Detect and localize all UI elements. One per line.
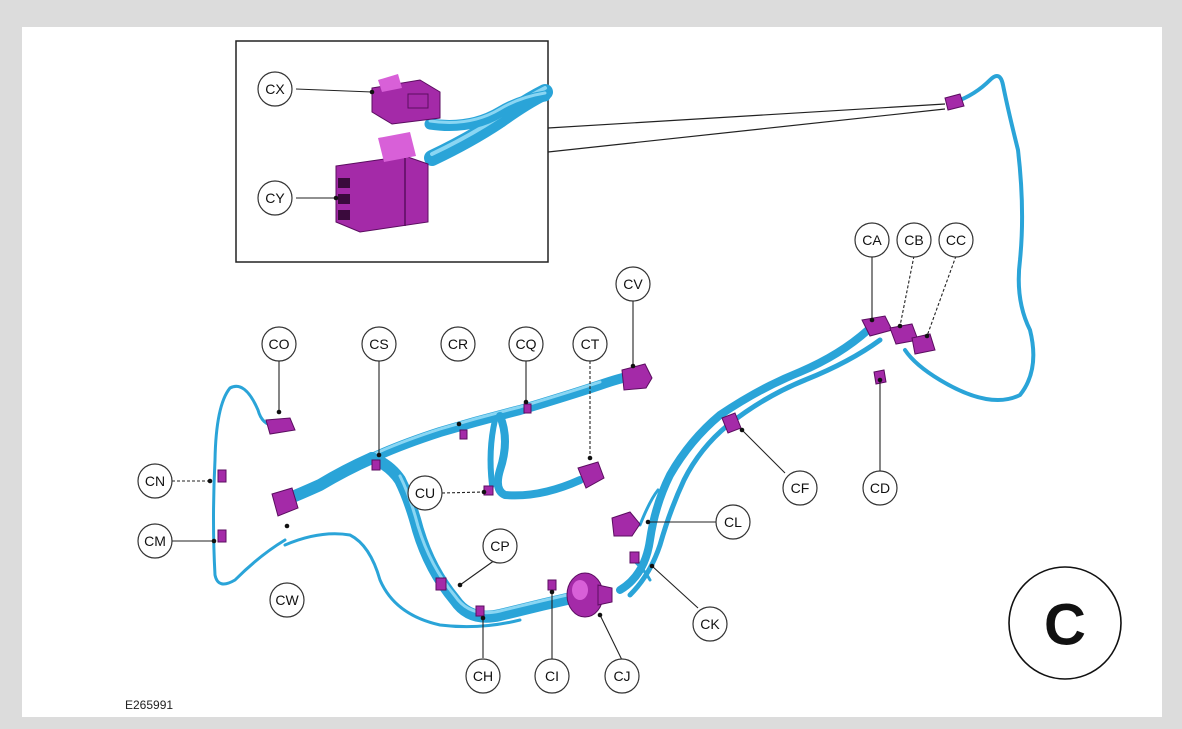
clip-ck — [629, 551, 640, 564]
connector-ct — [577, 461, 605, 489]
connector-cl — [611, 511, 641, 537]
svg-text:CV: CV — [623, 276, 643, 292]
callout-cq: CQ — [508, 326, 544, 362]
svg-text:CO: CO — [269, 336, 290, 352]
callout-ck: CK — [692, 606, 728, 642]
svg-text:CU: CU — [415, 485, 435, 501]
svg-text:CP: CP — [490, 538, 509, 554]
svg-text:CR: CR — [448, 336, 468, 352]
svg-text:C: C — [1044, 593, 1086, 658]
svg-text:CJ: CJ — [613, 668, 630, 684]
leader-lines — [172, 88, 957, 661]
callout-cr: CR — [440, 326, 476, 362]
view-letter-badge: C — [1008, 566, 1122, 680]
connector-top-right — [944, 93, 965, 111]
callout-cy: CY — [257, 180, 293, 216]
connector-cv — [621, 363, 653, 391]
inset-pointer-line — [547, 103, 946, 129]
svg-text:CY: CY — [265, 190, 285, 206]
callout-cw: CW — [269, 582, 305, 618]
svg-text:CC: CC — [946, 232, 966, 248]
connector-co — [265, 417, 296, 435]
callout-cv: CV — [615, 266, 651, 302]
callout-cp: CP — [482, 528, 518, 564]
callout-cc: CC — [938, 222, 974, 258]
grommet-cj — [566, 572, 613, 618]
svg-text:CH: CH — [473, 668, 493, 684]
clip-cq — [523, 403, 532, 414]
callout-co: CO — [261, 326, 297, 362]
inset-harness — [424, 84, 553, 166]
callout-cn: CN — [137, 463, 173, 499]
callout-ch: CH — [465, 658, 501, 694]
svg-text:CF: CF — [791, 480, 810, 496]
connector-cx — [371, 74, 441, 125]
svg-text:CM: CM — [144, 533, 166, 549]
connector-cd — [873, 369, 887, 385]
callout-ca: CA — [854, 222, 890, 258]
svg-text:CA: CA — [862, 232, 882, 248]
callout-cx: CX — [257, 71, 293, 107]
connector-cw — [271, 487, 299, 517]
callout-cj: CJ — [604, 658, 640, 694]
clip-cm — [217, 529, 227, 543]
svg-text:CB: CB — [904, 232, 923, 248]
figure-id: E265991 — [125, 698, 174, 712]
callout-cl: CL — [715, 504, 751, 540]
callout-ct: CT — [572, 326, 608, 362]
clip-ci — [547, 579, 557, 591]
callout-cd: CD — [862, 470, 898, 506]
svg-text:CL: CL — [724, 514, 742, 530]
inset-pointer-line — [547, 108, 946, 153]
svg-text:CN: CN — [145, 473, 165, 489]
callout-cu: CU — [407, 475, 443, 511]
svg-text:CQ: CQ — [516, 336, 537, 352]
svg-text:CD: CD — [870, 480, 890, 496]
clip-cp — [435, 577, 447, 591]
svg-text:CT: CT — [581, 336, 600, 352]
svg-text:CX: CX — [265, 81, 285, 97]
connector-ca-cb-cc — [861, 315, 936, 355]
main-harness — [212, 74, 1036, 629]
clip-cn — [217, 469, 227, 483]
svg-text:CS: CS — [369, 336, 388, 352]
svg-text:CK: CK — [700, 616, 720, 632]
callout-cf: CF — [782, 470, 818, 506]
clip-ch — [475, 605, 485, 617]
callout-ci: CI — [534, 658, 570, 694]
connector-cy — [335, 132, 429, 233]
clip-cr — [459, 429, 468, 440]
svg-text:CW: CW — [275, 592, 299, 608]
callout-cm: CM — [137, 523, 173, 559]
svg-text:CI: CI — [545, 668, 559, 684]
callout-cb: CB — [896, 222, 932, 258]
clip-cs — [371, 459, 381, 471]
callout-cs: CS — [361, 326, 397, 362]
